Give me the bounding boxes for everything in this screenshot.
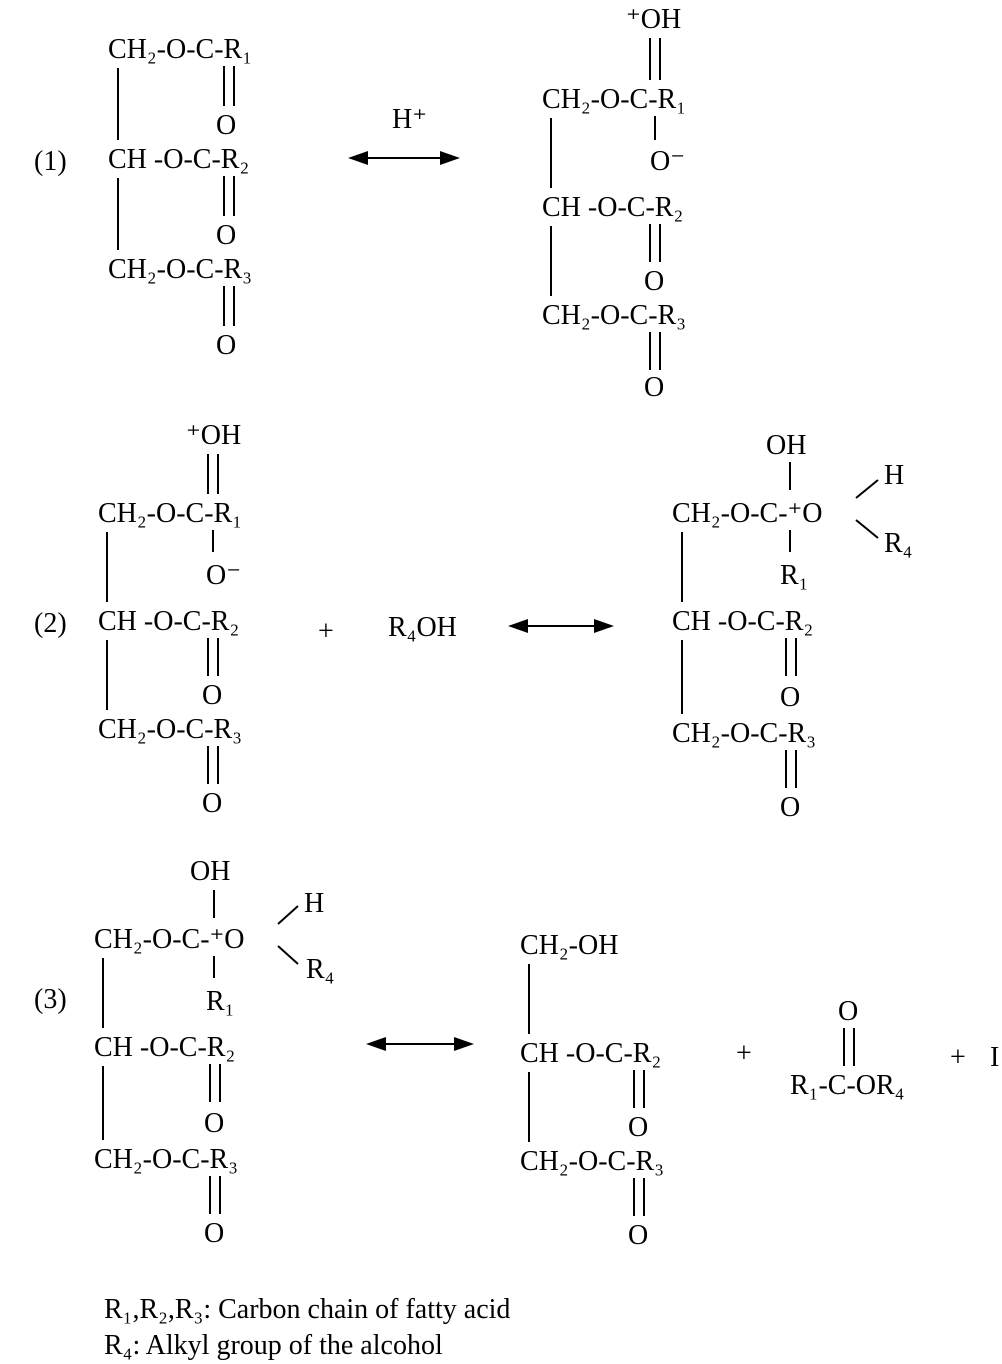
fatty-acid-ester: O R₁-C-OR₄ [790, 996, 904, 1101]
plus-sign: + [318, 616, 334, 647]
row-3-carbonyl-o: O [202, 788, 222, 819]
triglyceride-reactant: CH₂-O-C-R₁ O CH -O-C-R₂ O CH₂-O-C-R₃ O [108, 34, 252, 361]
row-2-carbonyl-o: O [780, 682, 800, 713]
oxonium-h: H [304, 888, 324, 919]
equilibrium-arrow [366, 1037, 474, 1051]
alcohol-reagent: R₄OH [388, 612, 457, 643]
plus-sign: + [736, 1038, 752, 1069]
row-2-group: CH -O-C-R₂ [94, 1032, 235, 1063]
bottom-substituent: O⁻ [650, 146, 685, 177]
oxonium-r: R₄ [884, 528, 912, 559]
tetrahedral-reactant: OH CH₂-O-C-⁺O R₁ H R₄ CH -O-C-R₂ O CH₂-O… [94, 856, 334, 1249]
row-2-carbonyl-o: O [644, 266, 664, 297]
row-2-carbonyl-o: O [628, 1112, 648, 1143]
row-3-carbonyl-o: O [216, 330, 236, 361]
row-3-group: CH₂-O-C-R₃ [108, 254, 252, 285]
legend: R₁,R₂,R₃: Carbon chain of fatty acid R₄:… [104, 1292, 984, 1364]
reaction-1: (1) CH₂-O-C-R₁ O CH -O-C-R₂ O CH₂-O-C-R₃… [34, 4, 686, 403]
top-substituent: ⁺OH [626, 4, 681, 35]
row-2-group: CH -O-C-R₂ [520, 1038, 661, 1069]
row-2-carbonyl-o: O [216, 220, 236, 251]
row-1-group: CH₂-O-C-R₁ [108, 34, 252, 65]
plus-sign: + [950, 1042, 966, 1073]
top-substituent: OH [190, 856, 230, 887]
row-3-group: CH₂-O-C-R₃ [94, 1144, 238, 1175]
row-2-carbonyl-o: O [204, 1108, 224, 1139]
row-1-group: CH₂-O-C-⁺O [672, 498, 823, 529]
reaction-label: (1) [34, 146, 67, 177]
ester-carbonyl-o: O [838, 996, 858, 1027]
ester-formula: R₁-C-OR₄ [790, 1070, 904, 1101]
below-substituent: R₁ [206, 986, 234, 1017]
row-3-carbonyl-o: O [204, 1218, 224, 1249]
row-2-group: CH -O-C-R₂ [542, 192, 683, 223]
cut-off-product: I [990, 1042, 999, 1073]
top-substituent: ⁺OH [186, 420, 241, 451]
row-2-group: CH -O-C-R₂ [108, 144, 249, 175]
row-2-group: CH -O-C-R₂ [672, 606, 813, 637]
row-1-group: CH₂-OH [520, 930, 618, 961]
tetrahedral-intermediate: OH CH₂-O-C-⁺O R₁ H R₄ CH -O-C-R₂ O CH₂-O… [672, 430, 912, 823]
row-1-carbonyl-o: O [216, 110, 236, 141]
row-3-carbonyl-o: O [644, 372, 664, 403]
row-3-carbonyl-o: O [780, 792, 800, 823]
equilibrium-arrow [508, 619, 614, 633]
catalyst: H⁺ [392, 104, 427, 135]
below-substituent: R₁ [780, 560, 808, 591]
row-3-group: CH₂-O-C-R₃ [520, 1146, 664, 1177]
bottom-substituent: O⁻ [206, 560, 241, 591]
reaction-label: (3) [34, 984, 67, 1015]
top-substituent: OH [766, 430, 806, 461]
row-2-carbonyl-o: O [202, 680, 222, 711]
row-3-carbonyl-o: O [628, 1220, 648, 1251]
row-2-group: CH -O-C-R₂ [98, 606, 239, 637]
legend-line-1: R₁,R₂,R₃: Carbon chain of fatty acid [104, 1294, 511, 1325]
protonated-reactant: ⁺OH CH₂-O-C-R₁ O⁻ CH -O-C-R₂ O CH₂-O-C-R… [98, 420, 242, 819]
row-3-group: CH₂-O-C-R₃ [542, 300, 686, 331]
reaction-2: (2) ⁺OH CH₂-O-C-R₁ O⁻ CH -O-C-R₂ O CH₂-O… [34, 420, 912, 823]
oxonium-r: R₄ [306, 954, 334, 985]
diglyceride-product: CH₂-OH CH -O-C-R₂ O CH₂-O-C-R₃ O [520, 930, 664, 1251]
reaction-scheme: (1) CH₂-O-C-R₁ O CH -O-C-R₂ O CH₂-O-C-R₃… [34, 4, 999, 1251]
protonated-product: ⁺OH CH₂-O-C-R₁ O⁻ CH -O-C-R₂ O CH₂-O-C-R… [542, 4, 686, 403]
legend-line-2: R₄: Alkyl group of the alcohol [104, 1330, 443, 1361]
reaction-3: (3) OH CH₂-O-C-⁺O R₁ H R₄ CH -O-C-R₂ O C… [34, 856, 999, 1251]
row-3-group: CH₂-O-C-R₃ [672, 718, 816, 749]
oxonium-h: H [884, 460, 904, 491]
row-1-group: CH₂-O-C-⁺O [94, 924, 245, 955]
equilibrium-arrow [348, 151, 460, 165]
row-1-group: CH₂-O-C-R₁ [542, 84, 686, 115]
row-3-group: CH₂-O-C-R₃ [98, 714, 242, 745]
row-1-group: CH₂-O-C-R₁ [98, 498, 242, 529]
reaction-label: (2) [34, 608, 67, 639]
